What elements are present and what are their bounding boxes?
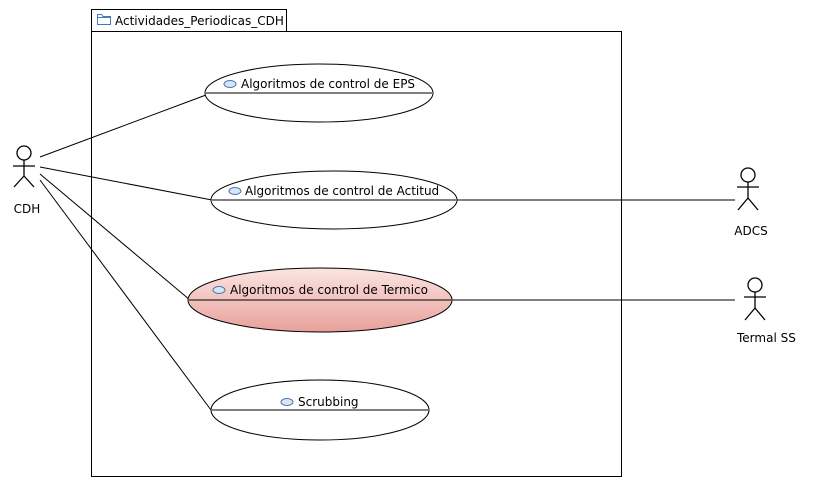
stick-figure-icon xyxy=(737,167,759,211)
folder-icon xyxy=(97,14,111,25)
stick-figure-icon xyxy=(744,277,766,321)
package-label: Actividades_Periodicas_CDH xyxy=(115,14,284,28)
use-case-termico[interactable]: Algoritmos de control de Termico xyxy=(187,267,453,333)
use-case-label: Algoritmos de control de Termico xyxy=(230,283,428,297)
stick-figure-icon xyxy=(13,145,35,188)
use-case-icon xyxy=(280,398,294,406)
association-cdh-termico[interactable] xyxy=(39,173,191,301)
use-case-scrubbing[interactable]: Scrubbing xyxy=(210,379,430,441)
actor-label: ADCS xyxy=(734,224,767,238)
actor-label: CDH xyxy=(14,202,41,216)
use-case-actitud[interactable]: Algoritmos de control de Actitud xyxy=(210,170,458,230)
use-case-label: Scrubbing xyxy=(298,395,359,409)
actor-adcs[interactable]: ADCS xyxy=(734,167,768,238)
use-case-label: Algoritmos de control de Actitud xyxy=(245,184,439,198)
use-case-icon xyxy=(223,80,237,88)
actor-cdh[interactable]: CDH xyxy=(13,145,41,216)
associations xyxy=(39,94,735,411)
association-cdh-scrubbing[interactable] xyxy=(39,179,212,411)
actor-termal-ss[interactable]: Termal SS xyxy=(736,277,796,345)
association-cdh-actitud[interactable] xyxy=(39,166,213,201)
use-case-icon xyxy=(212,286,226,294)
use-case-eps[interactable]: Algoritmos de control de EPS xyxy=(204,63,434,123)
actor-label: Termal SS xyxy=(736,331,796,345)
use-case-label: Algoritmos de control de EPS xyxy=(241,77,415,91)
use-case-icon xyxy=(228,187,242,195)
association-cdh-eps[interactable] xyxy=(39,94,207,158)
